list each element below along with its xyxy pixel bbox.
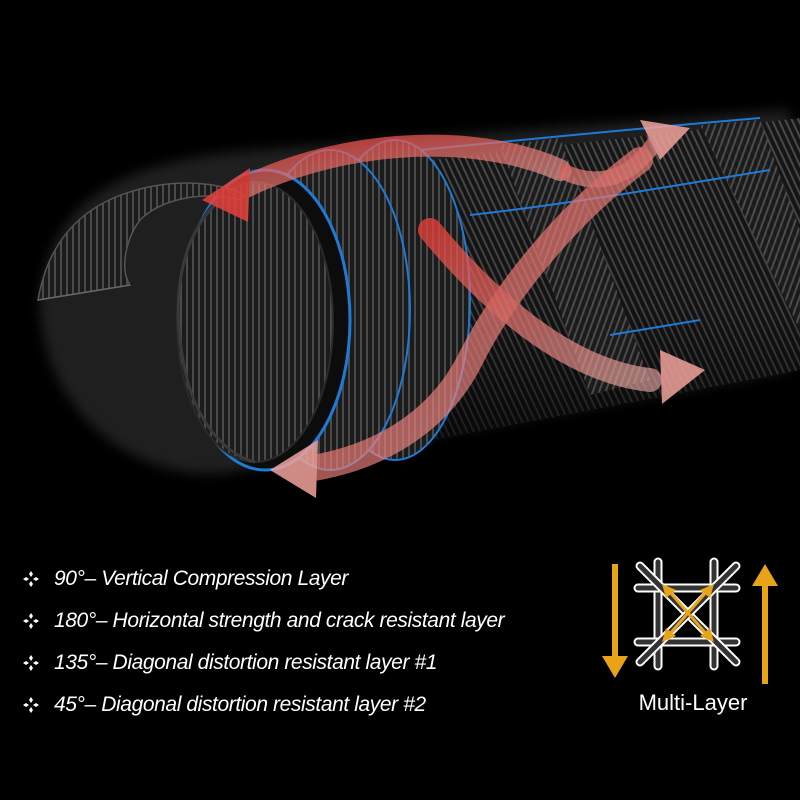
- feature-text: 90°– Vertical Compression Layer: [54, 567, 349, 590]
- feature-text: 45°– Diagonal distortion resistant layer…: [54, 693, 426, 716]
- feature-item: 135°– Diagonal distortion resistant laye…: [22, 642, 582, 684]
- feature-text: 135°– Diagonal distortion resistant laye…: [54, 651, 438, 674]
- four-diamond-bullet-icon: [23, 571, 39, 587]
- feature-list: 90°– Vertical Compression Layer 180°– Ho…: [22, 558, 582, 726]
- four-diamond-bullet-icon: [23, 613, 39, 629]
- weave-grid-icon: [633, 557, 741, 671]
- tube-illustration: [37, 110, 800, 498]
- twist-arrows: [202, 120, 705, 498]
- down-arrow-icon: [602, 564, 628, 678]
- feature-item: 90°– Vertical Compression Layer: [22, 558, 582, 600]
- feature-item: 180°– Horizontal strength and crack resi…: [22, 600, 582, 642]
- multi-layer-weave-icon: [602, 557, 778, 684]
- up-arrow-icon: [752, 564, 778, 684]
- feature-item: 45°– Diagonal distortion resistant layer…: [22, 684, 582, 726]
- legend-caption: Multi-Layer: [638, 690, 748, 715]
- four-diamond-bullet-icon: [23, 697, 39, 713]
- feature-text: 180°– Horizontal strength and crack resi…: [54, 609, 505, 632]
- four-diamond-bullet-icon: [23, 655, 39, 671]
